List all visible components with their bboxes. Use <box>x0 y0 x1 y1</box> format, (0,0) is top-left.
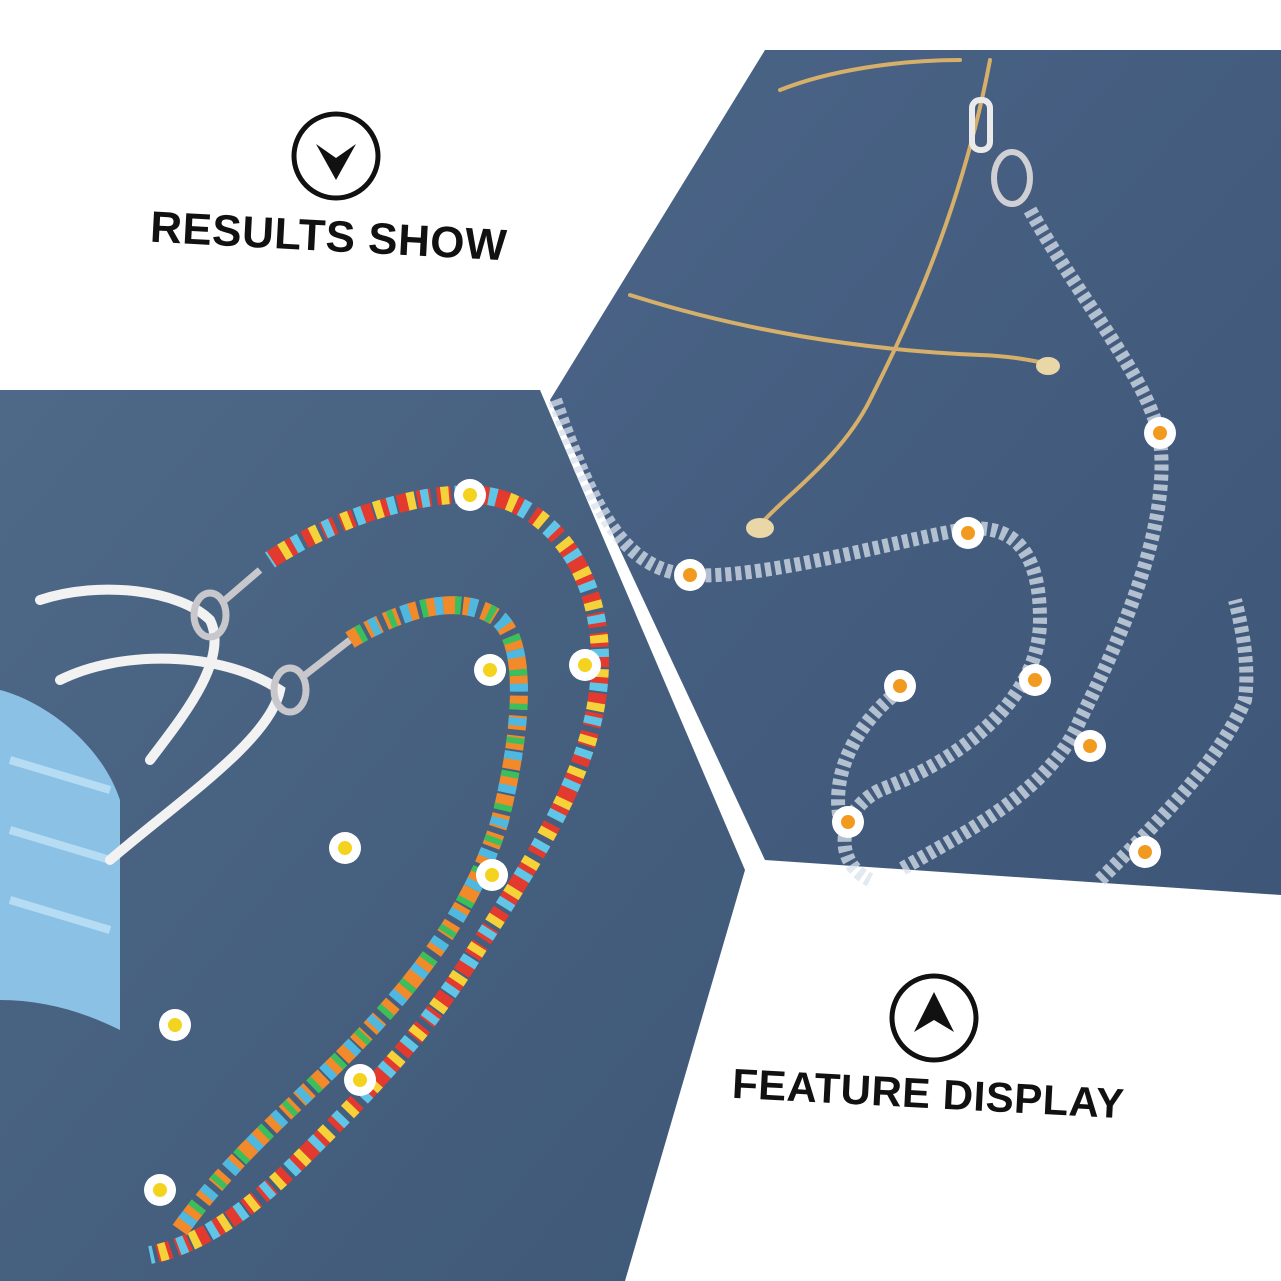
eyeglass-frame <box>628 58 1057 527</box>
right-panel-background <box>550 50 1281 895</box>
mask-ear-loops <box>35 584 286 865</box>
left-panel-background <box>0 390 745 1281</box>
chevron-up-circle-icon <box>889 973 979 1063</box>
face-mask <box>0 690 120 1030</box>
daisy-beads-left <box>144 479 601 1206</box>
clear-bead-strands <box>548 206 1254 887</box>
chevron-down-circle-icon <box>291 111 381 201</box>
lobster-clasps <box>190 567 353 716</box>
glasses-clasp <box>969 97 1033 207</box>
daisy-beads-right <box>674 417 1176 868</box>
